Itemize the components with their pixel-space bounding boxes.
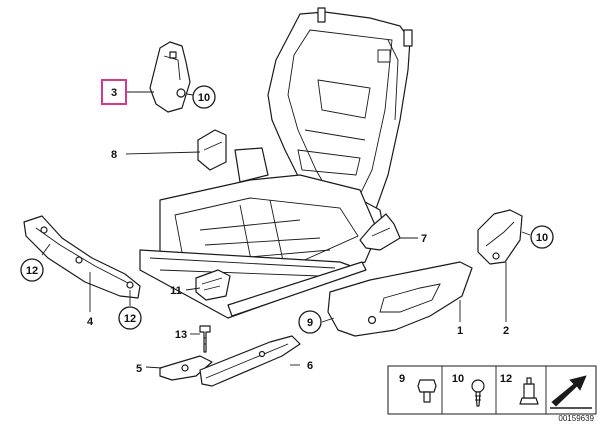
part-13-bolt[interactable] xyxy=(199,325,211,353)
part-3-cover[interactable] xyxy=(149,41,191,113)
document-number: 00159639 xyxy=(558,414,594,423)
callout-8[interactable]: 8 xyxy=(111,149,117,161)
callout-13[interactable]: 13 xyxy=(175,329,187,341)
callout-12-center[interactable]: 12 xyxy=(118,306,142,330)
callout-9[interactable]: 9 xyxy=(298,310,322,334)
part-5-bracket[interactable] xyxy=(159,355,213,381)
callout-11[interactable]: 11 xyxy=(170,285,182,297)
callout-5[interactable]: 5 xyxy=(136,363,142,375)
svg-text:12: 12 xyxy=(124,313,136,325)
part-2-side-cover[interactable] xyxy=(477,209,523,265)
legend-label-9: 9 xyxy=(399,373,405,385)
svg-text:3: 3 xyxy=(111,87,117,99)
svg-text:10: 10 xyxy=(536,232,548,244)
svg-text:10: 10 xyxy=(198,92,210,104)
svg-text:12: 12 xyxy=(26,265,38,277)
part-8-bracket[interactable] xyxy=(197,129,227,171)
callout-3[interactable]: 3 xyxy=(101,79,127,105)
leader-lines xyxy=(41,91,531,369)
svg-text:9: 9 xyxy=(307,317,313,329)
fastener-legend: 9 10 12 xyxy=(387,365,597,415)
callout-4[interactable]: 4 xyxy=(87,316,94,328)
part-6-rail-cover[interactable] xyxy=(199,335,301,387)
callout-2[interactable]: 2 xyxy=(503,325,509,337)
seat-frame xyxy=(139,7,413,319)
part-11-switch[interactable] xyxy=(195,269,231,301)
callout-10-top[interactable]: 10 xyxy=(192,85,216,109)
rivet-icon xyxy=(417,379,437,403)
callout-6[interactable]: 6 xyxy=(307,360,313,372)
callout-10-right[interactable]: 10 xyxy=(530,225,554,249)
legend-label-12: 12 xyxy=(500,373,512,385)
callout-1[interactable]: 1 xyxy=(457,325,463,337)
callout-12-left[interactable]: 12 xyxy=(20,258,44,282)
part-4-trim[interactable] xyxy=(23,215,141,299)
direction-arrow-icon xyxy=(550,375,592,409)
clip-icon xyxy=(519,377,539,405)
screw-icon xyxy=(471,379,485,407)
callout-7[interactable]: 7 xyxy=(421,233,427,245)
part-1-side-trim[interactable] xyxy=(327,261,473,337)
part-7-bracket[interactable] xyxy=(359,213,401,251)
legend-label-10: 10 xyxy=(452,373,464,385)
